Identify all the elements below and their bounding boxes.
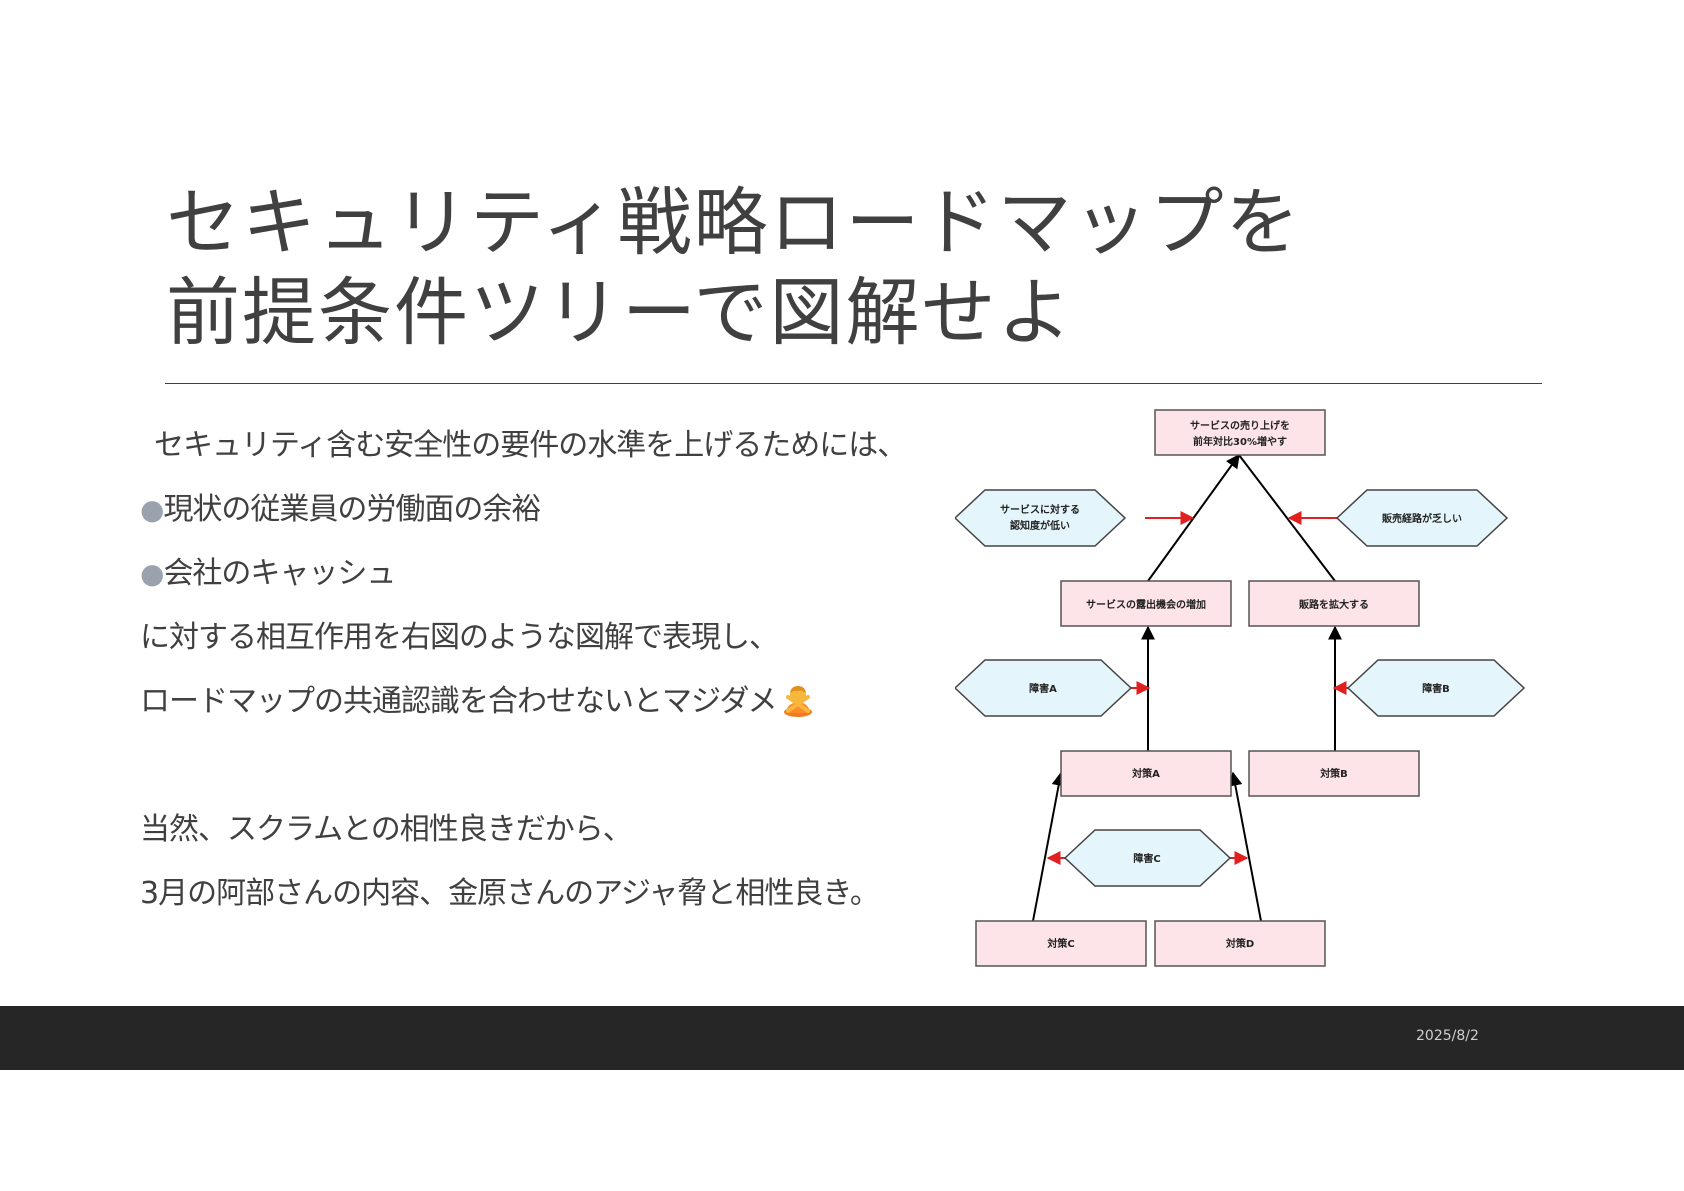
obstacle-c: 障害C <box>1063 829 1232 887</box>
bullet-item-1: ●現状の従業員の労働面の余裕 <box>140 490 541 530</box>
sub-goal-channels-label: 販路を拡大する <box>1299 598 1369 611</box>
obstacle-c-label: 障害C <box>1133 852 1160 865</box>
measure-c-label: 対策C <box>1046 937 1074 950</box>
goal-box: サービスの売り上げを 前年対比30%増やす <box>1154 409 1326 456</box>
measure-b: 対策B <box>1248 750 1420 797</box>
obstacle-awareness-line-1: サービスに対する <box>1000 503 1080 516</box>
body-line-4-text: ロードマップの共通認識を合わせないとマジダメ <box>140 684 777 719</box>
obstacle-channels: 販売経路が乏しい <box>1335 489 1509 547</box>
obstacle-awareness-line-2: 認知度が低い <box>1010 519 1070 532</box>
sub-goal-channels: 販路を拡大する <box>1248 580 1420 627</box>
body-line-5: 当然、スクラムとの相性良きだから、 <box>140 812 633 847</box>
slide-title-line-1: セキュリティ戦略ロードマップを <box>166 180 1302 266</box>
body-line-3: に対する相互作用を右図のような図解で表現し、 <box>140 620 779 655</box>
obstacle-b-label: 障害B <box>1422 682 1450 695</box>
connector-channels-to-goal <box>1238 454 1336 582</box>
obstacle-awareness: サービスに対する 認知度が低い <box>955 489 1127 547</box>
obstacle-b: 障害B <box>1346 659 1525 717</box>
obstacle-channels-label: 販売経路が乏しい <box>1382 512 1462 525</box>
bullet-icon: ● <box>140 557 164 590</box>
connector-measure-d-up <box>1228 771 1262 922</box>
sub-goal-exposure: サービスの露出機会の増加 <box>1060 580 1232 627</box>
measure-a-label: 対策A <box>1131 767 1160 780</box>
body-line-6: 3月の阿部さんの内容、金原さんのアジャ脅と相性良き。 <box>140 876 880 911</box>
obstacle-a-label: 障害A <box>1029 682 1057 695</box>
bullet-item-2-text: 会社のキャッシュ <box>163 556 396 591</box>
obstacle-a: 障害A <box>955 659 1133 717</box>
connector-measure-c-up <box>1032 771 1066 922</box>
measure-b-label: 対策B <box>1319 767 1348 780</box>
intro-line: セキュリティ含む安全性の要件の水準を上げるためには、 <box>154 428 907 463</box>
measure-d-label: 対策D <box>1225 937 1254 950</box>
bullet-item-1-text: 現状の従業員の労働面の余裕 <box>163 492 541 527</box>
title-divider <box>165 383 1542 384</box>
person-gesturing-no-icon <box>783 686 812 717</box>
measure-c: 対策C <box>975 920 1147 967</box>
body-line-4: ロードマップの共通認識を合わせないとマジダメ <box>140 682 815 722</box>
slide-title: セキュリティ戦略ロードマップを 前提条件ツリーで図解せよ <box>166 178 1466 358</box>
obstacle-arrows <box>1046 511 1348 865</box>
slide-title-line-2: 前提条件ツリーで図解せよ <box>166 270 1074 356</box>
measure-d: 対策D <box>1154 920 1326 967</box>
footer-date: 2025/8/2 <box>1416 1028 1479 1044</box>
goal-line-2: 前年対比30%増やす <box>1193 435 1287 448</box>
goal-line-1: サービスの売り上げを <box>1190 419 1290 432</box>
prerequisite-tree-diagram: サービスの売り上げを 前年対比30%増やす サービスに対する 認知度が低い 販売… <box>955 409 1525 967</box>
measure-a: 対策A <box>1060 750 1232 797</box>
sub-goal-exposure-label: サービスの露出機会の増加 <box>1086 598 1206 611</box>
bullet-item-2: ●会社のキャッシュ <box>140 554 396 594</box>
slide-footer: 2025/8/2 <box>0 1006 1684 1070</box>
bullet-icon: ● <box>140 493 164 526</box>
